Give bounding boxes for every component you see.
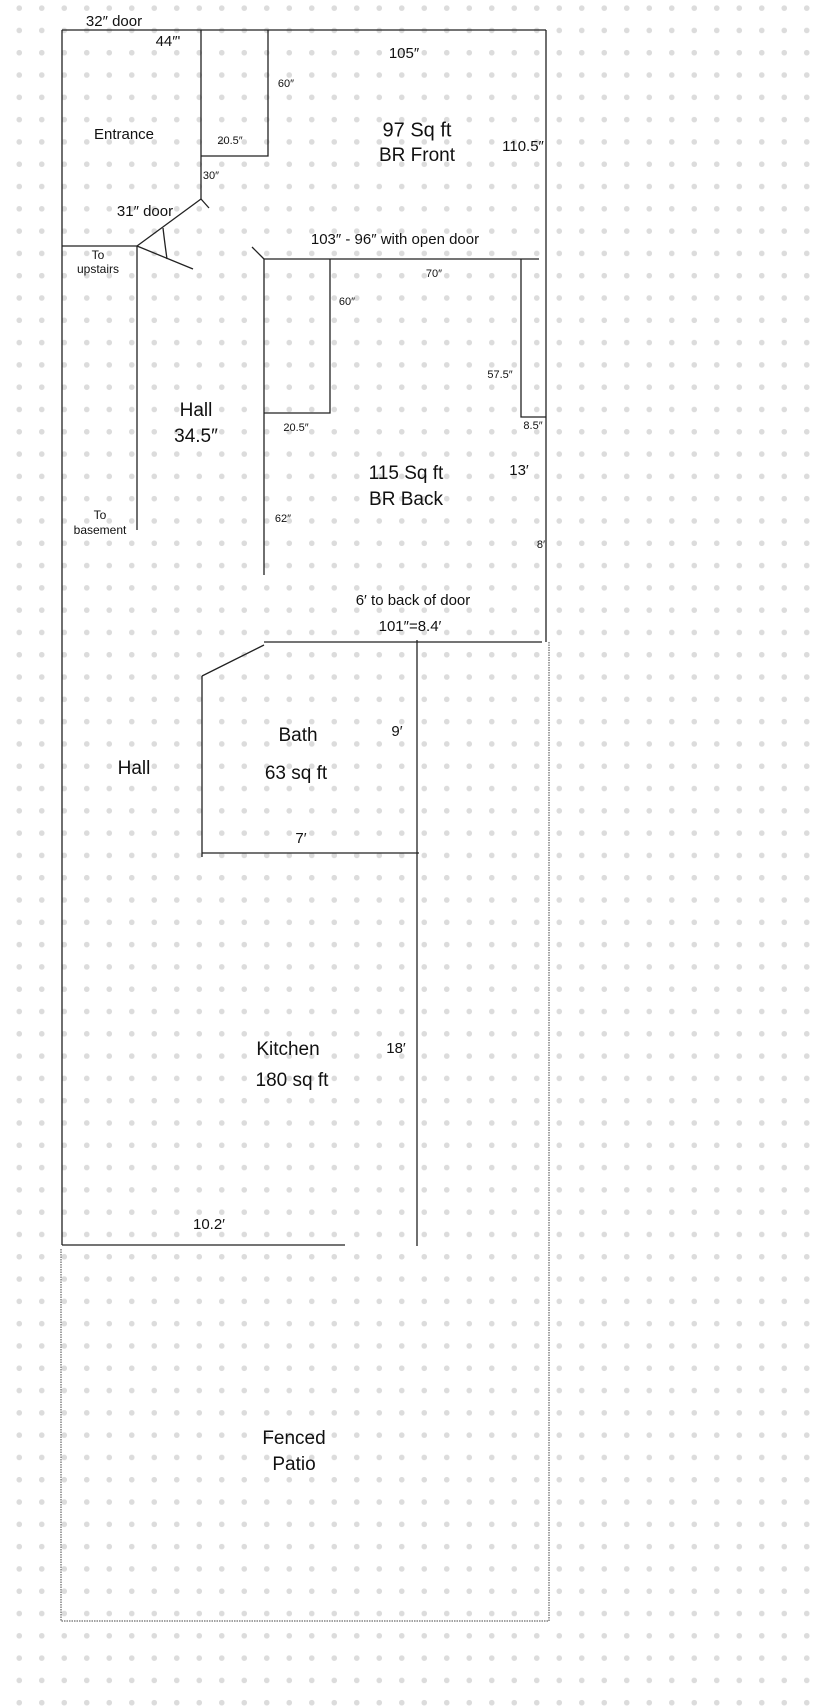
label: 34.5″ bbox=[174, 426, 218, 447]
label: 6′ to back of door bbox=[356, 592, 471, 609]
label: 20.5″ bbox=[283, 422, 308, 434]
label: 110.5″ bbox=[502, 138, 544, 155]
room-label: BR Front bbox=[379, 145, 456, 166]
bath-door bbox=[201, 644, 265, 677]
label: 60″ bbox=[278, 78, 294, 90]
room-label: Entrance bbox=[94, 126, 154, 143]
label: 9′ bbox=[391, 723, 402, 740]
label: 20.5″ bbox=[217, 135, 242, 147]
walls bbox=[60, 29, 550, 1622]
patio-fence bbox=[60, 642, 550, 1622]
room-label: Fenced bbox=[262, 1428, 325, 1449]
room-label: Hall bbox=[180, 400, 213, 421]
label: 60″ bbox=[339, 296, 355, 308]
label: 18′ bbox=[386, 1040, 406, 1057]
back-closet-wall bbox=[264, 259, 331, 414]
room-label: Hall bbox=[118, 758, 151, 779]
label: basement bbox=[74, 523, 127, 537]
room-label: BR Back bbox=[369, 489, 443, 510]
room-area: 97 Sq ft bbox=[383, 119, 452, 141]
door-tick bbox=[200, 198, 210, 209]
front-closet-wall bbox=[201, 30, 269, 157]
label: 57.5″ bbox=[487, 369, 512, 381]
label: 8′ bbox=[537, 539, 545, 551]
door-swing bbox=[136, 245, 194, 270]
room-area: 180 sq ft bbox=[256, 1070, 330, 1091]
label: 103″ - 96″ with open door bbox=[311, 231, 479, 248]
label: 10.2′ bbox=[193, 1216, 225, 1233]
label: 32″ door bbox=[86, 13, 142, 30]
label: 70″ bbox=[426, 268, 442, 280]
label: 105″ bbox=[389, 45, 420, 62]
label: To bbox=[94, 508, 107, 522]
door-arc bbox=[162, 227, 168, 260]
label: upstairs bbox=[77, 262, 119, 276]
label: 62″ bbox=[275, 513, 291, 525]
back-right-closet-wall bbox=[520, 259, 546, 418]
label: 13′ bbox=[509, 462, 529, 479]
room-area: 115 Sq ft bbox=[369, 463, 444, 484]
label: 44″' bbox=[156, 33, 181, 50]
label: 30″ bbox=[203, 170, 219, 182]
label: 8.5″ bbox=[523, 420, 542, 432]
room-area: 63 sq ft bbox=[265, 763, 328, 784]
label: 101″=8.4′ bbox=[379, 618, 442, 635]
label: To bbox=[92, 248, 105, 262]
room-label: Patio bbox=[272, 1454, 315, 1475]
room-label: Kitchen bbox=[256, 1039, 319, 1060]
room-label: Bath bbox=[278, 725, 317, 746]
door-31 bbox=[136, 198, 202, 247]
label: 7′ bbox=[295, 830, 306, 847]
back-door-tick bbox=[251, 246, 265, 260]
label: 31″ door bbox=[117, 203, 173, 220]
labels: 32″ door 44″' 105″ 60″ Entrance 20.5″ 97… bbox=[74, 13, 545, 1475]
